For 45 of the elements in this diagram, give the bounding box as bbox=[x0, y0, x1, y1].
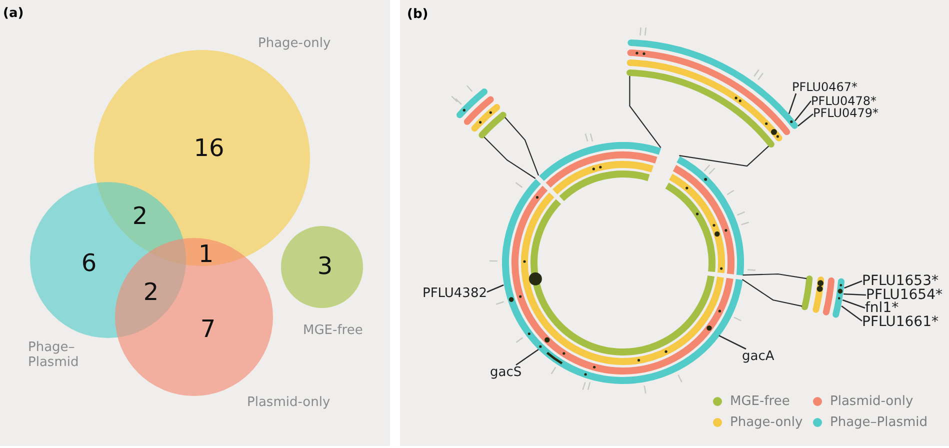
region-count: 7 bbox=[200, 317, 216, 341]
gene-label: gacS bbox=[490, 365, 522, 380]
zoom-line bbox=[742, 273, 807, 280]
zoomed-ring-segment bbox=[801, 275, 846, 318]
zoomed-ring-segment bbox=[456, 88, 507, 139]
gene-label: gacA bbox=[742, 349, 774, 364]
set-label: Phage– Plasmid bbox=[28, 340, 80, 370]
leader-line bbox=[486, 284, 504, 293]
set-label: MGE-free bbox=[303, 323, 363, 338]
panel-label: (a) bbox=[3, 6, 24, 21]
gene-label: fnl1* bbox=[865, 302, 899, 314]
region-count: 3 bbox=[317, 254, 333, 278]
legend-label: Phage-only bbox=[730, 415, 803, 430]
leader-line bbox=[841, 305, 862, 322]
zoom-line bbox=[484, 136, 536, 179]
leader-line bbox=[718, 335, 746, 350]
zoom-line bbox=[504, 117, 540, 176]
legend-label: MGE-free bbox=[730, 394, 790, 409]
gene-label: PFLU1654* bbox=[866, 288, 942, 302]
gene-label: PFLU1661* bbox=[862, 316, 938, 328]
zoom-line bbox=[629, 76, 662, 148]
leader-line bbox=[798, 114, 814, 126]
gene-label: PFLU0478* bbox=[811, 94, 877, 108]
region-count: 1 bbox=[198, 242, 214, 266]
legend-label: Phage–Plasmid bbox=[830, 415, 928, 430]
region-count: 2 bbox=[132, 204, 148, 228]
zoom-line bbox=[742, 278, 802, 307]
gene-label: PFLU0467* bbox=[792, 80, 858, 94]
leader-line bbox=[516, 348, 539, 366]
gene-label: PFLU4382 bbox=[422, 286, 487, 300]
leader-line bbox=[843, 293, 866, 296]
leader-line bbox=[788, 93, 797, 114]
region-count: 6 bbox=[81, 251, 97, 275]
legend-label: Plasmid-only bbox=[830, 394, 914, 409]
leader-line bbox=[794, 100, 812, 122]
zoom-line bbox=[679, 146, 769, 167]
set-label: Phage-only bbox=[258, 36, 331, 51]
leader-line bbox=[844, 280, 862, 289]
region-count: 2 bbox=[143, 280, 159, 304]
leader-line bbox=[842, 299, 866, 309]
gene-label: PFLU0479* bbox=[813, 106, 879, 120]
gene-label: PFLU1653* bbox=[862, 274, 938, 288]
set-label: Plasmid-only bbox=[247, 395, 330, 410]
region-count: 16 bbox=[194, 136, 224, 160]
panel-label: (b) bbox=[407, 7, 428, 22]
